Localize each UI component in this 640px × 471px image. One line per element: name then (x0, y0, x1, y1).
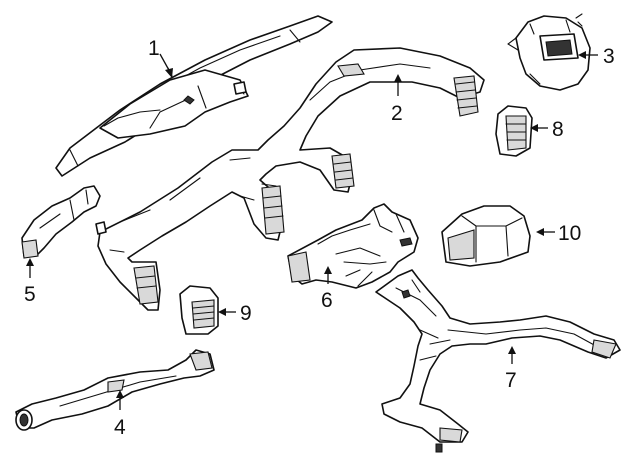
part-6-center-duct (287, 203, 419, 289)
callout-1: 1 (148, 37, 160, 60)
callout-7: 7 (505, 369, 517, 392)
callout-3: 3 (603, 45, 615, 68)
callout-5: 5 (24, 283, 36, 306)
arrowhead-1 (165, 68, 173, 78)
part-3-outlet-housing (507, 13, 591, 91)
callout-6: 6 (321, 289, 333, 312)
leader-1 (159, 53, 171, 73)
arrowhead-7 (508, 346, 516, 354)
callout-labels: 1 2 3 4 5 6 7 8 9 10 (24, 37, 615, 439)
part-2-main-duct (95, 47, 485, 311)
part-10-rect-vent (441, 205, 531, 267)
callout-8: 8 (552, 118, 564, 141)
part-9-small-vent (179, 285, 219, 335)
arrowhead-8 (530, 124, 538, 132)
arrowhead-5 (26, 258, 34, 266)
part-1-defroster-duct (55, 15, 333, 177)
callout-9: 9 (240, 302, 252, 325)
part-8-small-vent (495, 105, 533, 157)
callout-4: 4 (114, 416, 126, 439)
arrowhead-9 (218, 308, 226, 316)
arrowhead-4 (116, 390, 124, 398)
arrowhead-2 (394, 74, 402, 82)
callout-10: 10 (558, 222, 581, 245)
arrowhead-10 (536, 228, 544, 236)
part-5-side-duct (21, 185, 101, 259)
part-7-floor-duct (375, 269, 621, 453)
part-4-floor-tube (15, 349, 215, 431)
arrowhead-3 (578, 51, 586, 59)
callout-2: 2 (391, 102, 403, 125)
callout-leaders (26, 51, 598, 410)
arrowhead-6 (324, 266, 332, 274)
